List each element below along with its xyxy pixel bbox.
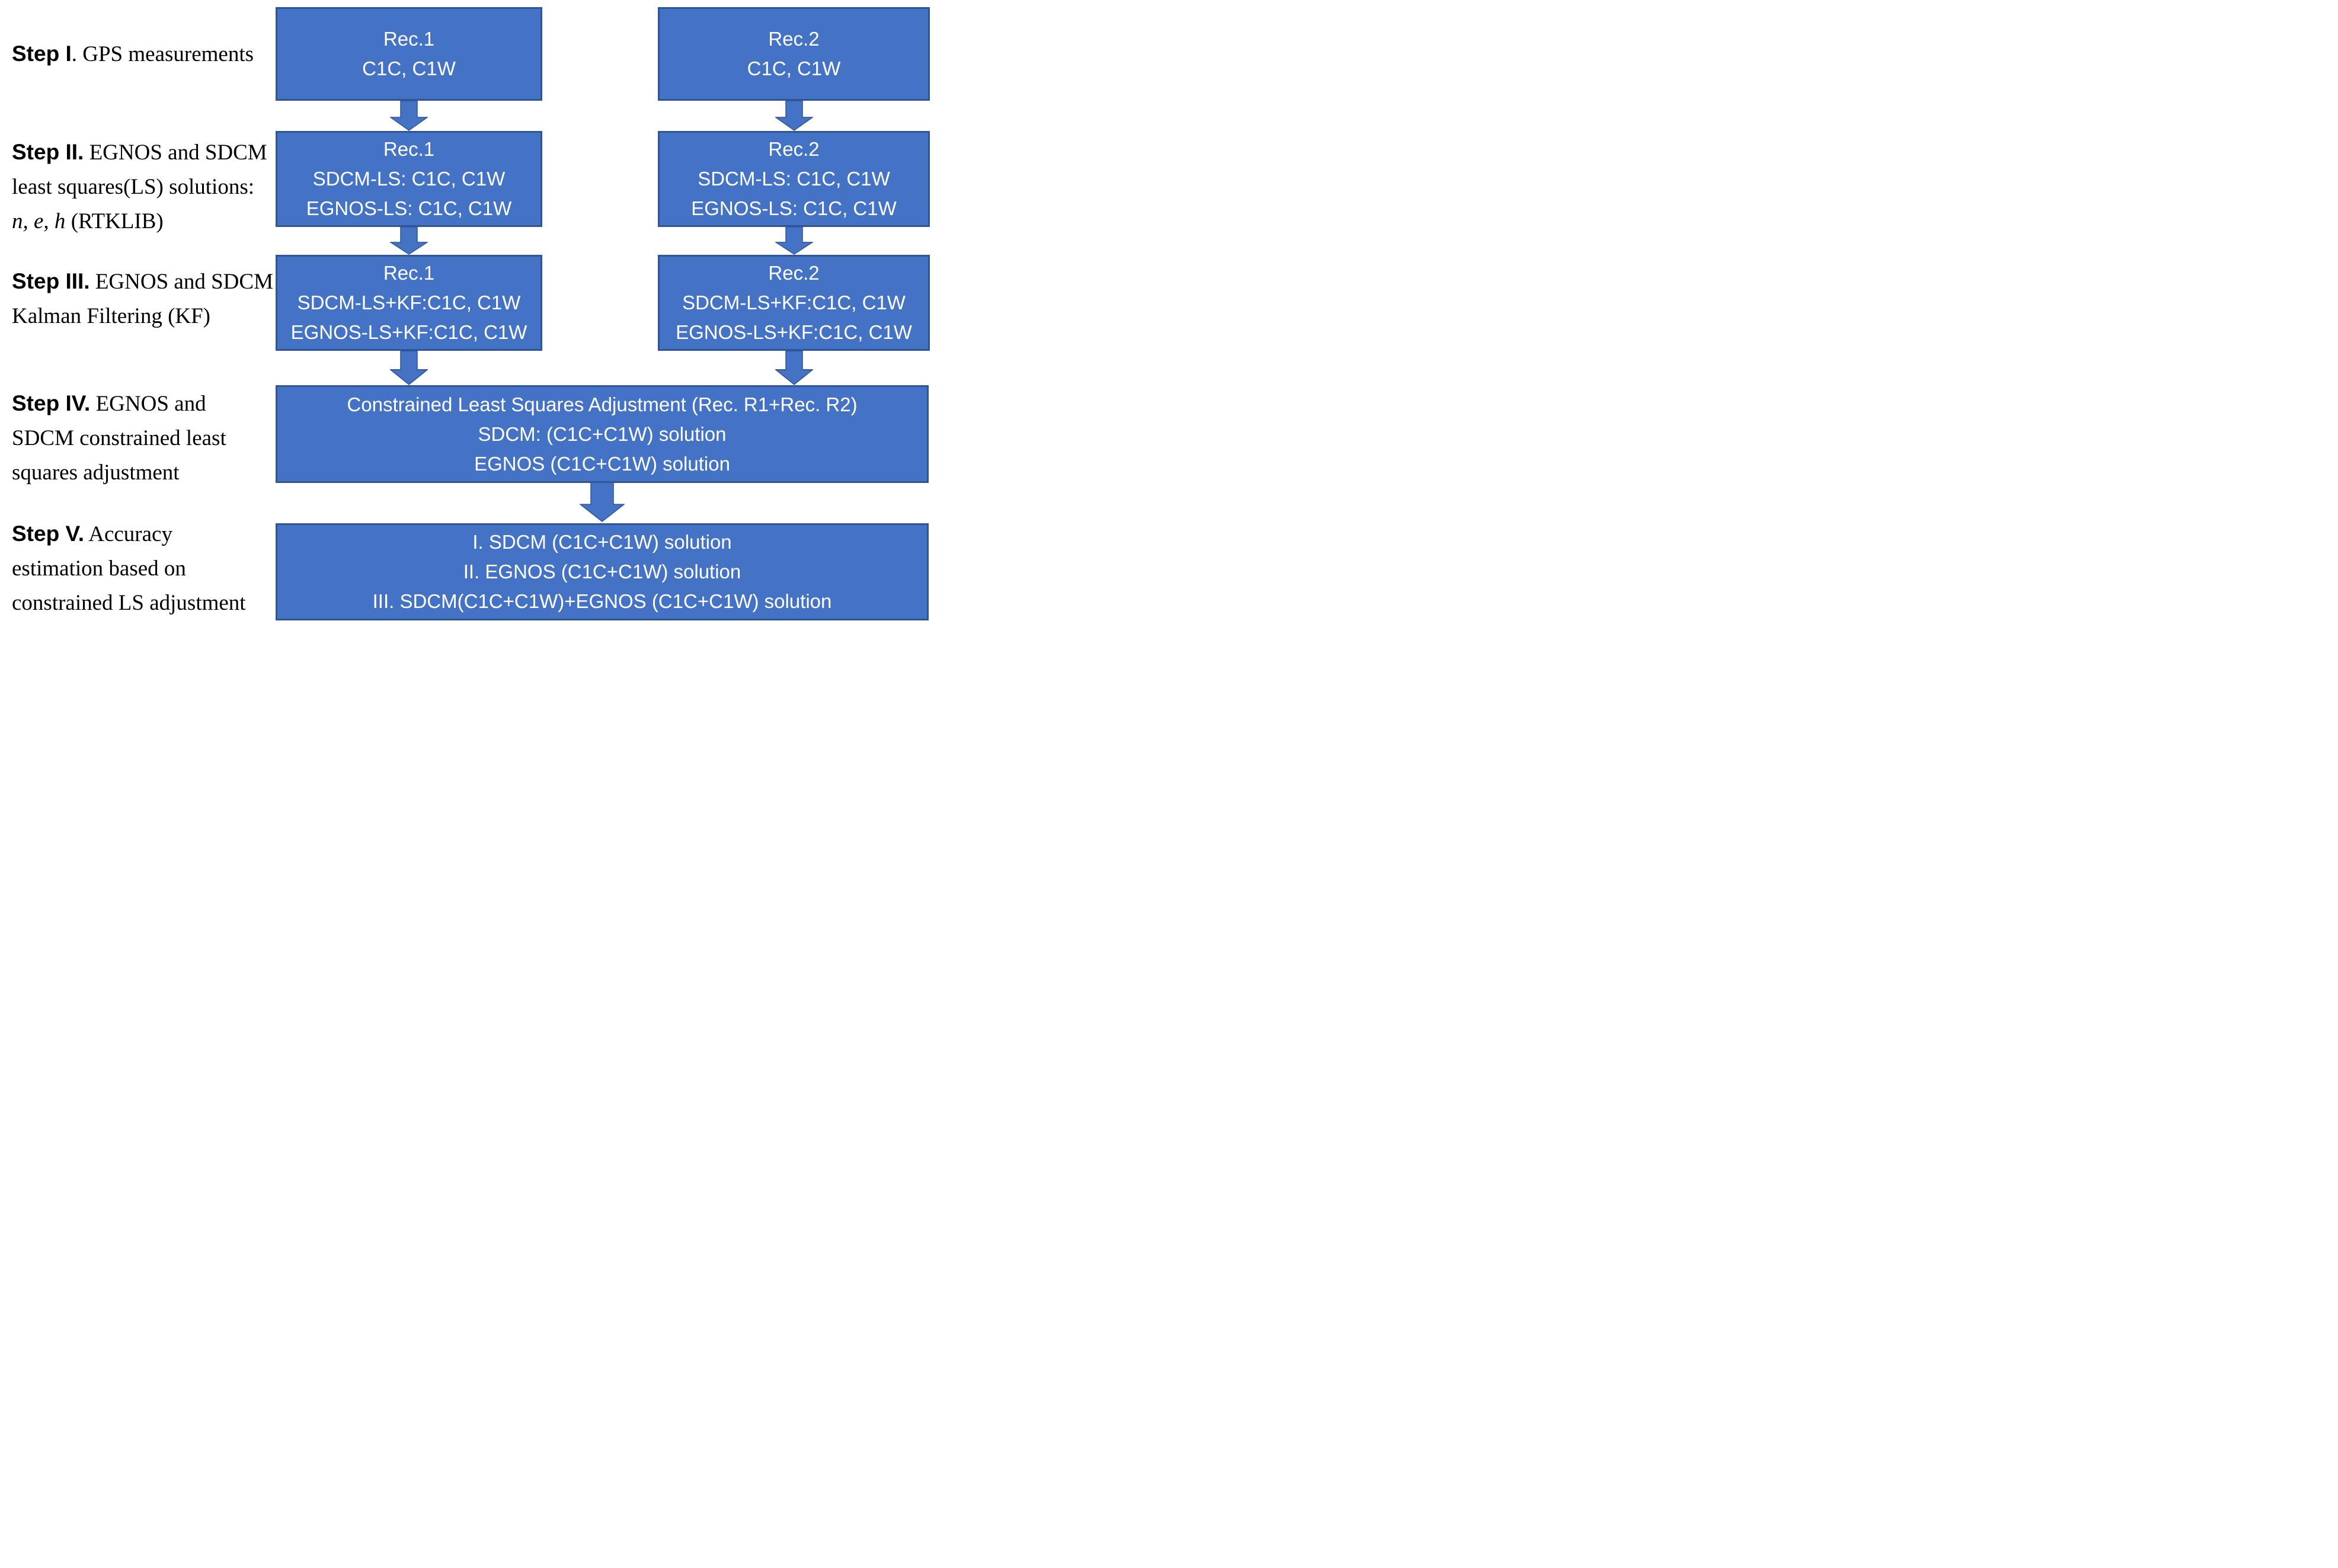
down-arrow-icon [775,350,813,385]
step-3-label: Step III. EGNOS and SDCM Kalman Filterin… [12,264,286,334]
step-3-label-text: EGNOS and SDCM Kalman Filtering (KF) [12,270,273,328]
box-line: SDCM-LS+KF:C1C, C1W [297,292,521,313]
step-1-label: Step I. GPS measurements [12,37,286,72]
box-line: EGNOS-LS+KF:C1C, C1W [676,321,912,343]
box-line: I. SDCM (C1C+C1W) solution [472,531,732,553]
box-line: EGNOS-LS: C1C, C1W [691,197,897,219]
box-line: C1C, C1W [747,57,841,79]
down-arrow-icon [775,226,813,255]
step-2-label-math-rest: (RTKLIB) [65,209,164,233]
step-3-box-rec2: Rec.2 SDCM-LS+KF:C1C, C1W EGNOS-LS+KF:C1… [658,255,930,351]
box-line: Constrained Least Squares Adjustment (Re… [347,393,858,415]
box-line: EGNOS (C1C+C1W) solution [474,452,730,475]
step-5-box-accuracy-solutions: I. SDCM (C1C+C1W) solution II. EGNOS (C1… [276,523,929,620]
step-4-box-constrained-ls: Constrained Least Squares Adjustment (Re… [276,385,929,483]
box-line: EGNOS-LS+KF:C1C, C1W [290,321,527,343]
step-1-box-rec2: Rec.2 C1C, C1W [658,7,930,101]
step-2-box-rec1: Rec.1 SDCM-LS: C1C, C1W EGNOS-LS: C1C, C… [276,131,542,227]
box-line: Rec.2 [768,262,820,284]
step-4-label: Step IV. EGNOS and SDCM constrained leas… [12,386,286,490]
down-arrow-icon [390,100,428,131]
box-line: C1C, C1W [362,57,456,79]
step-2-label-math: n, e, h [12,209,66,233]
step-1-label-text: . GPS measurements [71,42,254,66]
box-line: Rec.1 [383,138,435,160]
box-line: SDCM-LS: C1C, C1W [698,168,890,190]
step-5-label: Step V. Accuracy estimation based on con… [12,517,286,620]
step-2-box-rec2: Rec.2 SDCM-LS: C1C, C1W EGNOS-LS: C1C, C… [658,131,930,227]
down-arrow-icon [390,226,428,255]
box-line: EGNOS-LS: C1C, C1W [306,197,512,219]
box-line: SDCM-LS: C1C, C1W [312,168,506,190]
box-line: III. SDCM(C1C+C1W)+EGNOS (C1C+C1W) solut… [372,590,832,612]
box-line: II. EGNOS (C1C+C1W) solution [463,561,741,583]
down-arrow-icon [580,482,625,522]
step-1-label-bold: Step I [12,41,72,66]
step-3-box-rec1: Rec.1 SDCM-LS+KF:C1C, C1W EGNOS-LS+KF:C1… [276,255,542,351]
box-line: Rec.1 [383,262,435,284]
step-5-label-text: Accuracy estimation based on constrained… [12,522,246,615]
box-line: Rec.2 [768,138,820,160]
step-4-label-text: EGNOS and SDCM constrained least squares… [12,392,226,485]
box-line: Rec.1 [383,28,435,50]
step-3-label-bold: Step III. [12,269,90,293]
down-arrow-icon [775,100,813,131]
box-line: Rec.2 [768,28,820,50]
step-5-label-bold: Step V. [12,521,85,546]
step-2-label-bold: Step II. [12,140,84,164]
box-line: SDCM: (C1C+C1W) solution [478,423,727,445]
flowchart-diagram: Step I. GPS measurements Step II. EGNOS … [0,0,933,626]
box-line: SDCM-LS+KF:C1C, C1W [682,292,906,313]
step-4-label-bold: Step IV. [12,391,91,415]
step-2-label-text: EGNOS and SDCM least squares(LS) solutio… [12,140,267,199]
down-arrow-icon [390,350,428,385]
step-2-label: Step II. EGNOS and SDCM least squares(LS… [12,135,286,239]
step-1-box-rec1: Rec.1 C1C, C1W [276,7,542,101]
